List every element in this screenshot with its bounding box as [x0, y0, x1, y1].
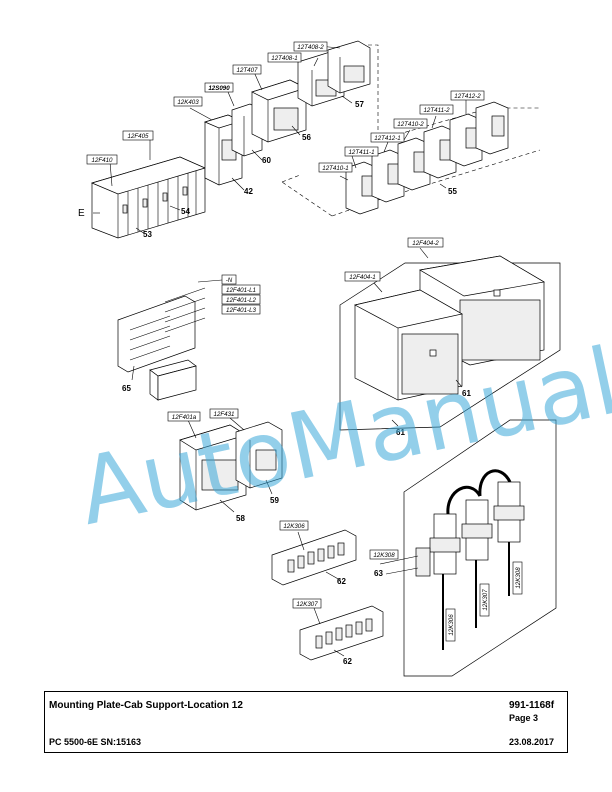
tag-12T410-2: 12T410-2 [397, 121, 424, 128]
converter-group [281, 44, 541, 217]
tag-12F401a: 12F401a [172, 414, 197, 421]
item-numbers: 57 56 60 42 54 53 55 61 61 65 59 58 62 6… [122, 100, 471, 666]
tag-12T407: 12T407 [237, 67, 259, 74]
tag-labels: 12T408-2 12T408-1 12T407 12S090 12K403 1… [78, 41, 523, 642]
connector-strip-group [271, 529, 384, 661]
page-number: Page 3 [509, 713, 539, 723]
tag-12T412-2: 12T412-2 [454, 93, 481, 100]
exploded-parts-drawing: 12T408-2 12T408-1 12T407 12S090 12K403 1… [78, 40, 561, 677]
tag-12T410-1: 12T410-1 [322, 165, 349, 172]
converter-modules [345, 101, 509, 215]
document-date: 23.08.2017 [509, 737, 555, 747]
item-65: 65 [122, 384, 131, 393]
tag-N: -N [226, 277, 233, 284]
document-title: Mounting Plate-Cab Support-Location 12 [49, 700, 243, 711]
item-58: 58 [236, 514, 245, 523]
tag-12K308-vertical: 12K308 [515, 567, 522, 589]
tag-12K308: 12K308 [373, 552, 395, 559]
tag-12F404-1: 12F404-1 [349, 274, 376, 281]
title-block: Mounting Plate-Cab Support-Location 12 9… [44, 691, 568, 753]
terminal-combs [129, 287, 206, 361]
tag-12T408-1: 12T408-1 [271, 55, 298, 62]
terminal-strip-group [117, 279, 223, 401]
item-62-lower: 62 [343, 657, 352, 666]
tag-12F405: 12F405 [128, 133, 150, 140]
terminal-slices [122, 171, 197, 235]
enclosure-group [339, 247, 561, 431]
item-61-lower: 61 [396, 428, 405, 437]
connector-pins-lower [315, 618, 373, 649]
item-53: 53 [143, 230, 152, 239]
tag-12F401-L3: 12F401-L3 [226, 307, 256, 314]
item-55: 55 [448, 187, 457, 196]
item-54: 54 [181, 207, 190, 216]
item-62-upper: 62 [337, 577, 346, 586]
tag-12F401-L2: 12F401-L2 [226, 297, 256, 304]
connector-pins-upper [287, 542, 345, 573]
tag-12F410: 12F410 [92, 157, 114, 164]
document-number: 991-1168f [509, 700, 555, 711]
tag-12F401-L1: 12F401-L1 [226, 287, 256, 294]
terminal-block-group [90, 40, 371, 239]
tag-12K306-vertical: 12K306 [448, 614, 455, 636]
tag-12F431: 12F431 [214, 411, 235, 418]
item-59: 59 [270, 496, 279, 505]
tag-12F404-2: 12F404-2 [412, 240, 439, 247]
item-57: 57 [355, 100, 364, 109]
tag-12K306: 12K306 [283, 523, 305, 530]
item-60: 60 [262, 156, 271, 165]
item-61-upper: 61 [462, 389, 471, 398]
tag-12T408-2: 12T408-2 [297, 44, 324, 51]
tag-12T411-1: 12T411-1 [348, 149, 374, 156]
tag-12K403: 12K403 [177, 99, 199, 106]
tag-12K307: 12K307 [296, 601, 318, 608]
sensor-bodies [429, 481, 525, 575]
tag-12S090: 12S090 [208, 85, 230, 92]
breaker-group [179, 417, 283, 513]
label-E: E [78, 208, 85, 219]
machine-model: PC 5500-6E SN:15163 [49, 737, 142, 747]
item-42: 42 [244, 187, 253, 196]
item-63: 63 [374, 569, 383, 578]
tag-12T411-2: 12T411-2 [423, 107, 450, 114]
sensor-panel-group [379, 419, 557, 677]
tag-12T412-1: 12T412-1 [374, 135, 401, 142]
tag-12K307-vertical: 12K307 [482, 589, 489, 611]
item-56: 56 [302, 133, 311, 142]
